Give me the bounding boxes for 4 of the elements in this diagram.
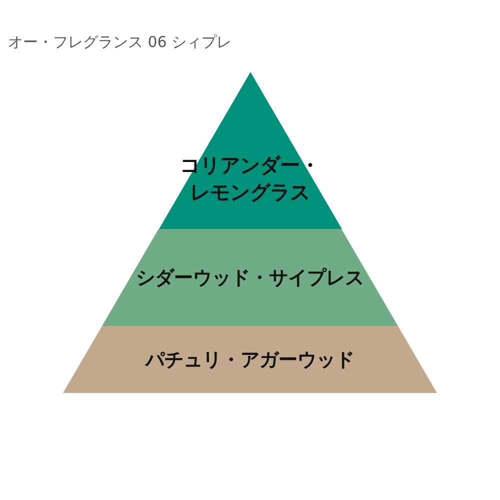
tier-label: コリアンダー・レモングラス xyxy=(178,152,321,206)
diagram-title: オー・フレグランス 06 シィプレ xyxy=(8,33,232,52)
tier-label: シダーウッド・サイプレス xyxy=(134,266,365,290)
tier-label: パチュリ・アガーウッド xyxy=(144,348,356,372)
